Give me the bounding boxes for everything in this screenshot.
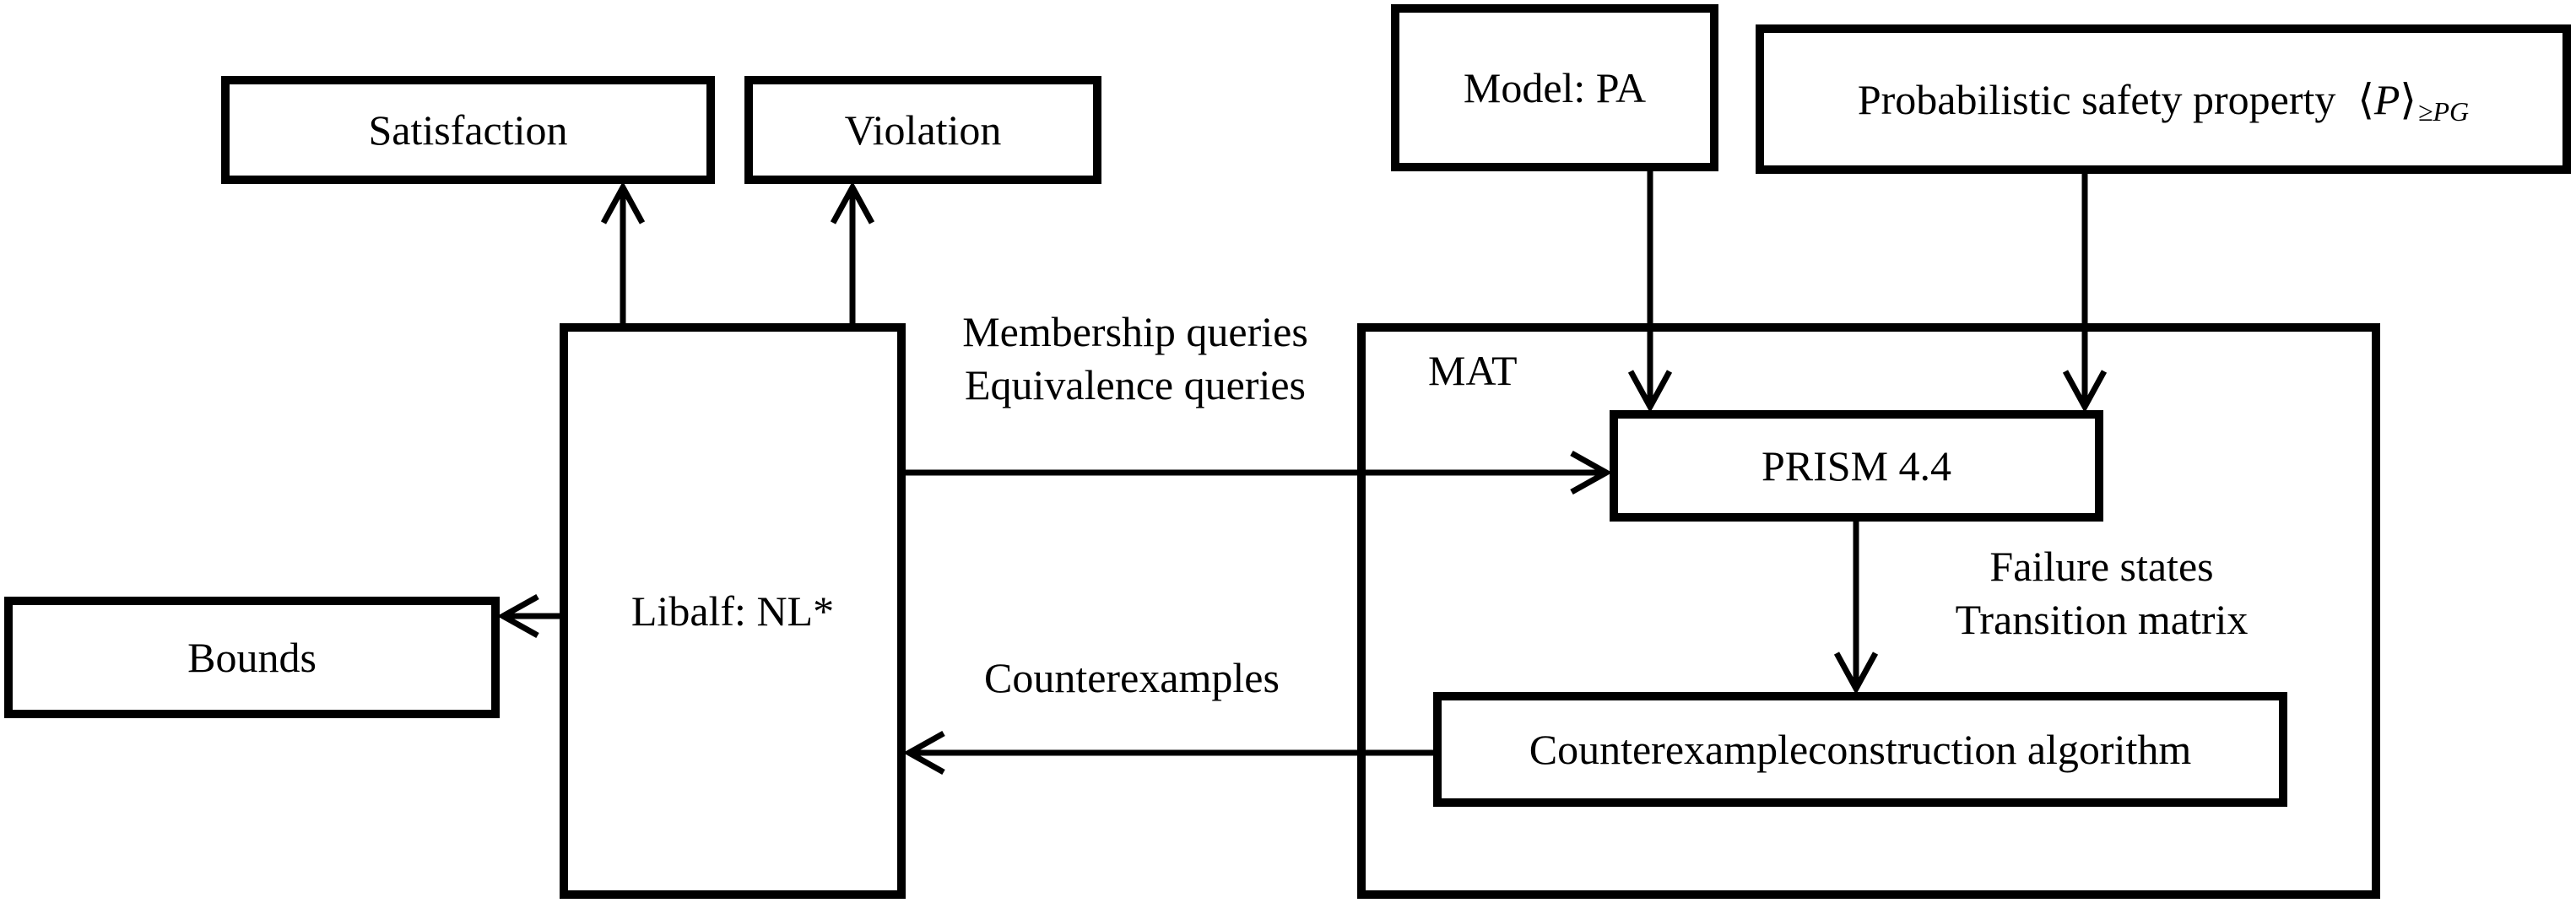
queries-label: Membership queries Equivalence queries bbox=[937, 306, 1334, 411]
membership-queries-label: Membership queries bbox=[962, 308, 1308, 355]
transition-matrix-label: Transition matrix bbox=[1955, 595, 2249, 643]
property-node: Probabilistic safety property ⟨P⟩≥PG bbox=[1756, 24, 2571, 174]
arrowhead-prism-from-libalf bbox=[1570, 450, 1613, 495]
cex-algorithm-node: Counterexampleconstruction algorithm bbox=[1433, 692, 2287, 807]
arrowhead-violation bbox=[830, 181, 875, 224]
property-subscript: ≥PG bbox=[2417, 95, 2470, 127]
mat-label: MAT bbox=[1428, 347, 1518, 394]
equivalence-queries-label: Equivalence queries bbox=[965, 360, 1306, 408]
arrowhead-satisfaction bbox=[600, 181, 646, 224]
counterexamples-label: Counterexamples bbox=[984, 654, 1280, 701]
arrowhead-cex-from-prism bbox=[1833, 652, 1879, 695]
property-text: Probabilistic safety property bbox=[1857, 75, 2336, 123]
arrowhead-bounds bbox=[496, 593, 539, 639]
libalf-node: Libalf: NL* bbox=[560, 323, 906, 899]
arrowhead-prism-from-property bbox=[2062, 370, 2108, 414]
model-node: Model: PA bbox=[1391, 4, 1718, 171]
property-langle: ⟨ bbox=[2357, 75, 2374, 123]
satisfaction-node: Satisfaction bbox=[221, 76, 715, 184]
prism-node: PRISM 4.4 bbox=[1610, 410, 2103, 522]
bounds-node: Bounds bbox=[4, 597, 500, 718]
arrowhead-libalf-from-cex bbox=[902, 730, 945, 776]
property-rangle: ⟩ bbox=[2400, 75, 2416, 123]
mat-container bbox=[1357, 323, 2380, 899]
failure-states-label: Failure states bbox=[1989, 543, 2214, 590]
failure-label: Failure states Transition matrix bbox=[1933, 540, 2270, 646]
property-symbol: P bbox=[2373, 75, 2400, 123]
violation-node: Violation bbox=[744, 76, 1101, 184]
arrowhead-prism-from-model bbox=[1627, 370, 1673, 414]
